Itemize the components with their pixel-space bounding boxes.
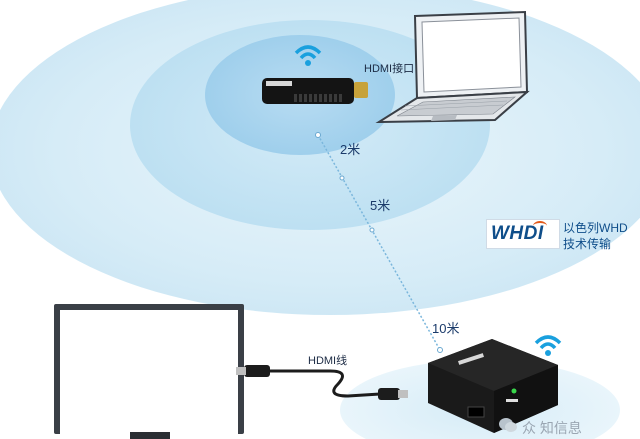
range-point	[315, 132, 321, 138]
range-point	[437, 347, 443, 353]
receiver-box	[428, 339, 558, 433]
wifi-icon	[294, 45, 322, 66]
laptop	[375, 10, 530, 124]
whdi-line1: 以色列WHD	[563, 221, 628, 235]
range-line	[317, 134, 441, 351]
range-point	[339, 175, 345, 181]
whdi-logo: WHDI	[486, 219, 560, 249]
whdi-description: 以色列WHD 技术传输	[563, 220, 628, 252]
watermark-text: 众 知信息	[522, 420, 582, 436]
distance-2m-label: 2米	[340, 142, 361, 157]
whdi-line2: 技术传输	[563, 237, 612, 251]
range-point	[369, 227, 375, 233]
hdmi-cable-label: HDMI线	[308, 355, 348, 367]
distance-5m-label: 5米	[370, 198, 391, 213]
whdi-logo-text: WHDI	[491, 223, 544, 244]
wifi-icon	[534, 335, 562, 356]
hdmi-transmitter	[262, 78, 368, 104]
whdi-swoosh	[533, 221, 547, 231]
distance-10m-label: 10米	[432, 321, 460, 336]
wechat-icon	[498, 416, 518, 434]
tv-monitor	[54, 304, 244, 439]
hdmi-cable	[236, 365, 408, 400]
hdmi-port-label: HDMI接口	[364, 63, 415, 75]
